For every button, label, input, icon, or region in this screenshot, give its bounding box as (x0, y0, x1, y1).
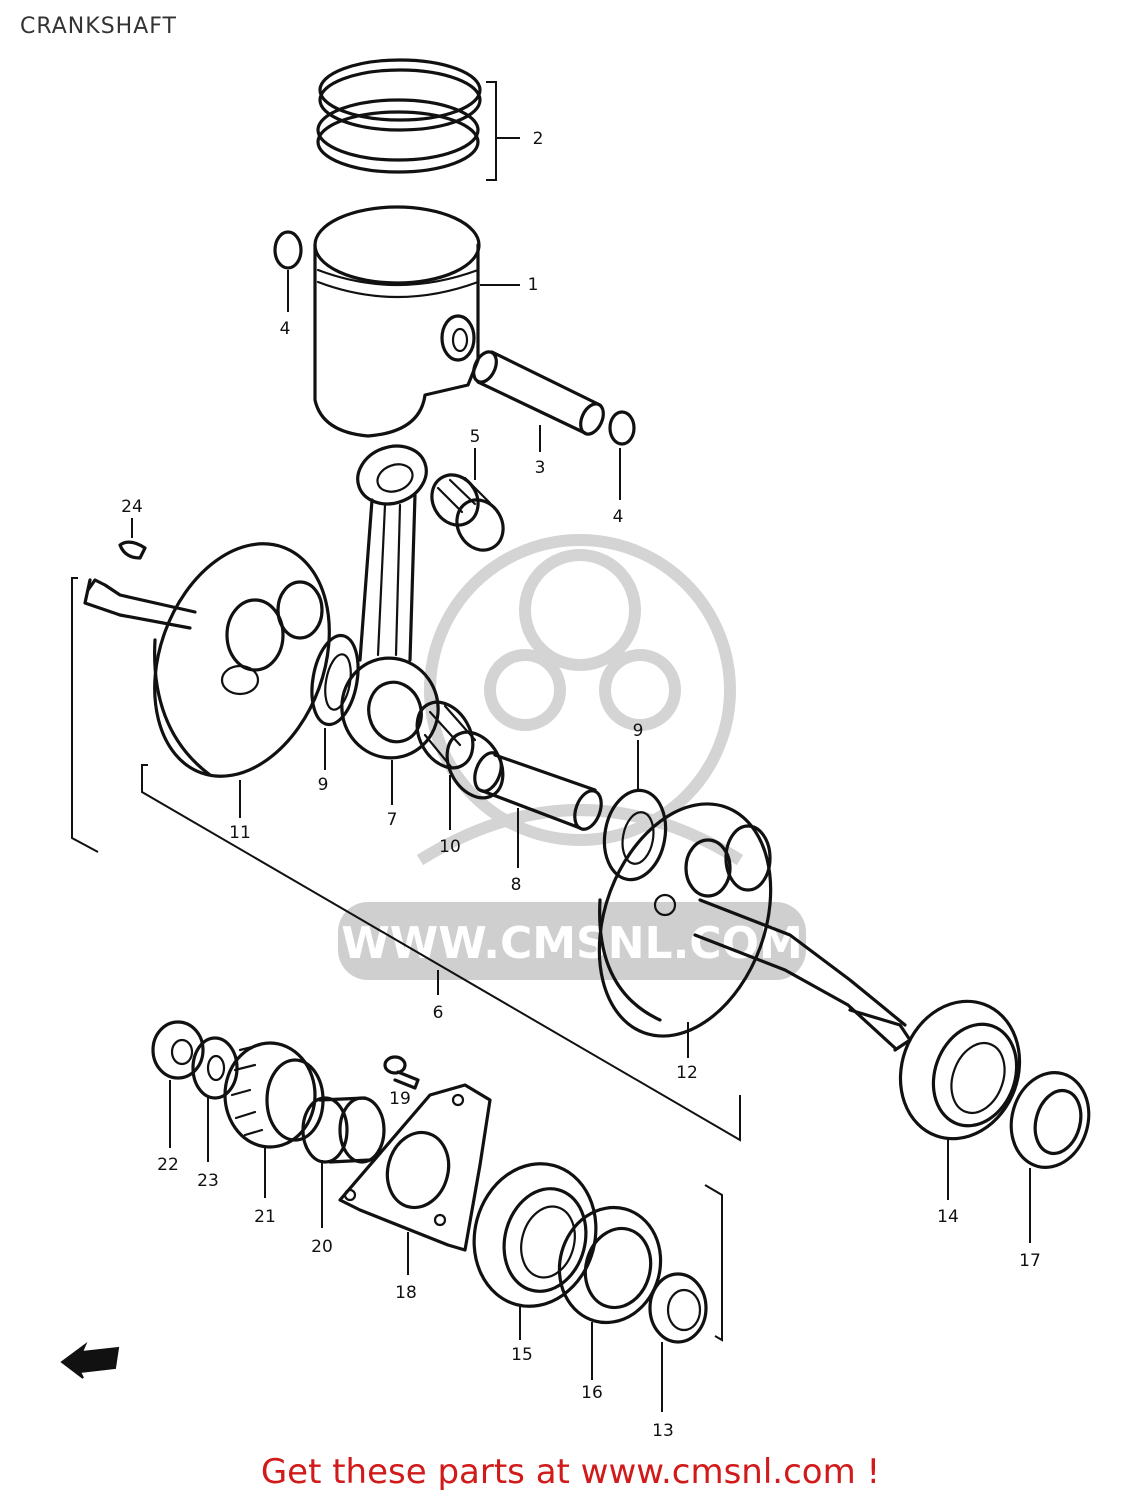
screw (383, 1055, 420, 1090)
main-bearing-left (472, 1162, 598, 1340)
bearing-retainer-plate (338, 1083, 492, 1275)
callout-6: 6 (433, 1003, 444, 1023)
crank-collar (648, 1272, 708, 1412)
callout-23: 23 (197, 1171, 219, 1191)
watermark-text: WWW.CMSNL.COM (341, 918, 803, 969)
callout-2: 2 (533, 129, 544, 149)
watermark: WWW.CMSNL.COM (338, 534, 806, 980)
bracket-lower-right (704, 1184, 723, 1342)
callout-18: 18 (395, 1283, 417, 1303)
connecting-rod (340, 444, 440, 805)
woodruff-key (118, 518, 147, 560)
callout-24: 24 (121, 497, 143, 517)
piston-pin-circlips (273, 230, 636, 500)
callout-13: 13 (652, 1421, 674, 1441)
primary-gear-washer (191, 1036, 239, 1162)
primary-gear-nut (151, 1020, 205, 1148)
crank-pin (473, 751, 603, 868)
callout-9-right: 9 (633, 721, 644, 741)
piston-rings (316, 58, 520, 181)
crank-washer-right (602, 740, 668, 882)
crank-washer-left (310, 633, 360, 770)
diagram-title: CRANKSHAFT (20, 14, 177, 39)
oil-seal-right (1009, 1071, 1091, 1243)
footer-link[interactable]: Get these parts at www.cmsnl.com ! (260, 1452, 881, 1492)
callout-5: 5 (470, 427, 481, 447)
callout-21: 21 (254, 1207, 276, 1227)
oil-seal-left (557, 1205, 663, 1380)
callout-1: 1 (528, 275, 539, 295)
front-arrow-icon (60, 1342, 120, 1379)
callout-11: 11 (229, 823, 251, 843)
callout-14: 14 (937, 1207, 959, 1227)
crank-half-right (597, 802, 912, 1058)
piston (313, 205, 520, 438)
callout-9-left: 9 (318, 775, 329, 795)
crankshaft-assembly-bracket (71, 577, 741, 1142)
callout-7: 7 (387, 810, 398, 830)
crank-half-left (83, 542, 331, 818)
main-bearing-right (898, 999, 1022, 1200)
callout-3: 3 (535, 458, 546, 478)
callout-8: 8 (511, 875, 522, 895)
callout-22: 22 (157, 1155, 179, 1175)
callout-17: 17 (1019, 1251, 1041, 1271)
callout-4-upper: 4 (280, 319, 291, 339)
callout-20: 20 (311, 1237, 333, 1257)
spacer (301, 1096, 386, 1228)
small-end-bearing (430, 448, 505, 552)
crankshaft-exploded-diagram: WWW.CMSNL.COM (60, 58, 1091, 1441)
callout-16: 16 (581, 1383, 603, 1403)
piston-pin (472, 350, 605, 452)
callout-15: 15 (511, 1345, 533, 1365)
callout-10: 10 (439, 837, 461, 857)
callout-19: 19 (389, 1089, 411, 1109)
primary-drive-gear (223, 1041, 325, 1198)
callout-12: 12 (676, 1063, 698, 1083)
callout-4-lower: 4 (613, 507, 624, 527)
